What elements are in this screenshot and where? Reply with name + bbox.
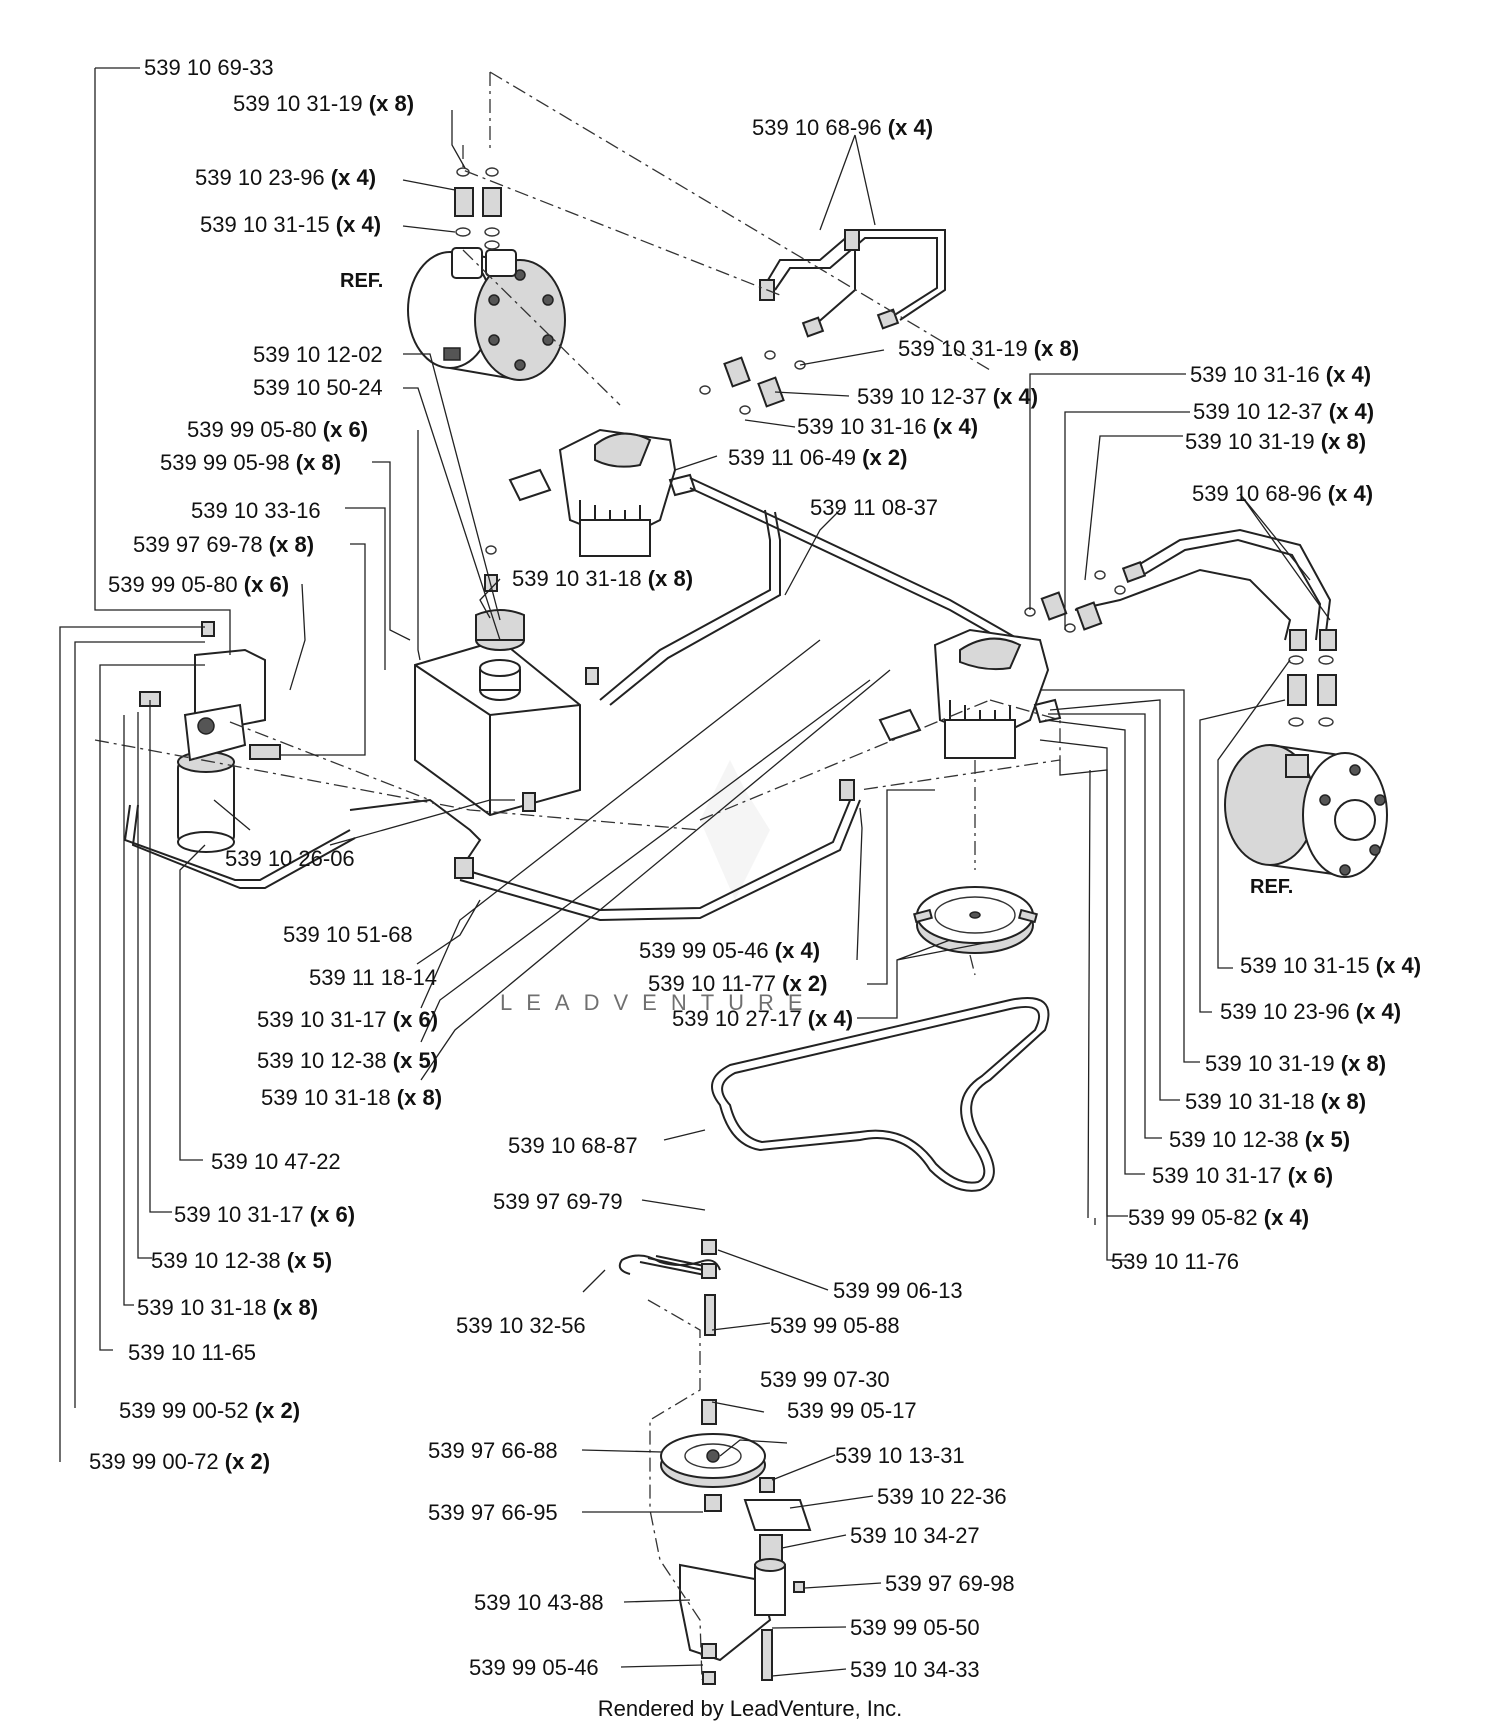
idler-assembly (618, 1239, 812, 1685)
callout-49: 539 10 11-65 (128, 1340, 256, 1365)
callout-21: 539 10 31-18 (x 8) (512, 566, 693, 591)
callout-45: 539 99 06-13 (833, 1278, 963, 1303)
callout-46: 539 10 31-18 (x 8) (137, 1295, 318, 1320)
callout-29: 539 10 23-96 (x 4) (1220, 999, 1401, 1024)
callout-37: 539 10 12-38 (x 5) (1169, 1127, 1350, 1152)
callout-26: 539 99 05-46 (x 4) (639, 938, 820, 963)
footer-credit: Rendered by LeadVenture, Inc. (597, 1696, 903, 1721)
callout-27: 539 10 31-15 (x 4) (1240, 953, 1421, 978)
callout-42: 539 99 05-82 (x 4) (1128, 1205, 1309, 1230)
callout-24: 539 10 51-68 (283, 922, 413, 947)
callout-4: 539 10 23-96 (x 4) (195, 165, 376, 190)
callout-15: 539 99 05-98 (x 8) (160, 450, 341, 475)
callout-13: 539 10 31-16 (x 4) (797, 414, 978, 439)
callout-36: 539 10 68-87 (508, 1133, 638, 1158)
callout-47: 539 10 32-56 (456, 1313, 586, 1338)
callout-12: 539 99 05-80 (x 6) (187, 417, 368, 442)
callout-52: 539 99 05-17 (787, 1398, 917, 1423)
hoses-lower (123, 779, 861, 922)
callout-44: 539 10 11-76 (1111, 1249, 1239, 1274)
callout-9: 539 10 50-24 (253, 375, 383, 400)
ref-label-right: REF. (1250, 876, 1293, 898)
callout-59: 539 97 69-98 (885, 1571, 1015, 1596)
callout-43: 539 10 12-38 (x 5) (151, 1248, 332, 1273)
callout-17: 539 10 68-96 (x 4) (1192, 481, 1373, 506)
callout-16: 539 11 06-49 (x 2) (728, 445, 907, 470)
watermark-text: LEADVENTURE (500, 990, 817, 1015)
callout-6: 539 10 31-19 (x 8) (898, 336, 1079, 361)
callout-56: 539 10 22-36 (877, 1484, 1007, 1509)
callout-39: 539 10 31-17 (x 6) (1152, 1163, 1333, 1188)
callout-28: 539 10 11-77 (x 2) (648, 971, 827, 996)
callout-57: 539 97 66-95 (428, 1500, 558, 1525)
callout-32: 539 10 12-38 (x 5) (257, 1048, 438, 1073)
callout-14: 539 10 31-19 (x 8) (1185, 429, 1366, 454)
tubes-upper-left (759, 229, 946, 338)
callout-1: 539 10 69-33 (144, 55, 274, 80)
wheel-motor-left (407, 247, 566, 381)
callout-19: 539 11 08-37 (810, 495, 938, 520)
callout-51: 539 99 00-52 (x 2) (119, 1398, 300, 1423)
fittings-center (484, 350, 806, 685)
tube-crossover (599, 477, 1021, 706)
callout-18: 539 10 33-16 (191, 498, 321, 523)
hydraulic-pump-left (508, 428, 697, 557)
tubes-upper-right (1024, 528, 1337, 651)
callout-5: 539 10 31-15 (x 4) (200, 212, 381, 237)
callout-7: 539 10 12-02 (253, 342, 383, 367)
callout-55: 539 99 00-72 (x 2) (89, 1449, 270, 1474)
callout-3: 539 10 68-96 (x 4) (752, 115, 933, 140)
pump-pulley (913, 886, 1038, 954)
callout-2: 539 10 31-19 (x 8) (233, 91, 414, 116)
callout-38: 539 10 47-22 (211, 1149, 341, 1174)
callout-34: 539 10 31-18 (x 8) (261, 1085, 442, 1110)
callout-8: 539 10 31-16 (x 4) (1190, 362, 1371, 387)
callout-25: 539 11 18-14 (309, 965, 437, 990)
callout-33: 539 10 31-19 (x 8) (1205, 1051, 1386, 1076)
filter-assembly (139, 621, 281, 853)
callout-53: 539 97 66-88 (428, 1438, 558, 1463)
callout-labels: 539 10 69-33 539 10 31-19 (x 8) 539 10 6… (89, 55, 1421, 1682)
callout-58: 539 10 34-27 (850, 1523, 980, 1548)
callout-50: 539 99 07-30 (760, 1367, 890, 1392)
callout-63: 539 10 34-33 (850, 1657, 980, 1682)
callout-20: 539 97 69-78 (x 8) (133, 532, 314, 557)
callout-40: 539 97 69-79 (493, 1189, 623, 1214)
wheel-motor-right (1224, 744, 1388, 878)
callout-61: 539 99 05-50 (850, 1615, 980, 1640)
callout-10: 539 10 12-37 (x 4) (857, 384, 1038, 409)
ref-label-left: REF. (340, 270, 383, 292)
alignment-lines (94, 71, 1061, 1681)
callout-11: 539 10 12-37 (x 4) (1193, 399, 1374, 424)
callout-30: 539 10 31-17 (x 6) (257, 1007, 438, 1032)
hydraulic-pump-right (878, 628, 1062, 759)
fittings-left-stack (454, 167, 502, 250)
leader-lines (59, 67, 1331, 1677)
callout-41: 539 10 31-17 (x 6) (174, 1202, 355, 1227)
callout-54: 539 10 13-31 (835, 1443, 965, 1468)
callout-22: 539 99 05-80 (x 6) (108, 572, 289, 597)
watermark: LEADVENTURE (500, 760, 817, 1015)
callout-35: 539 10 31-18 (x 8) (1185, 1089, 1366, 1114)
callout-60: 539 10 43-88 (474, 1590, 604, 1615)
fittings-right-stack (1287, 655, 1337, 727)
callout-31: 539 10 27-17 (x 4) (672, 1006, 853, 1031)
hydraulic-reservoir (414, 609, 581, 817)
callout-62: 539 99 05-46 (469, 1655, 599, 1680)
drive-belt (711, 997, 1050, 1192)
callout-23: 539 10 26-06 (225, 846, 355, 871)
callout-48: 539 99 05-88 (770, 1313, 900, 1338)
